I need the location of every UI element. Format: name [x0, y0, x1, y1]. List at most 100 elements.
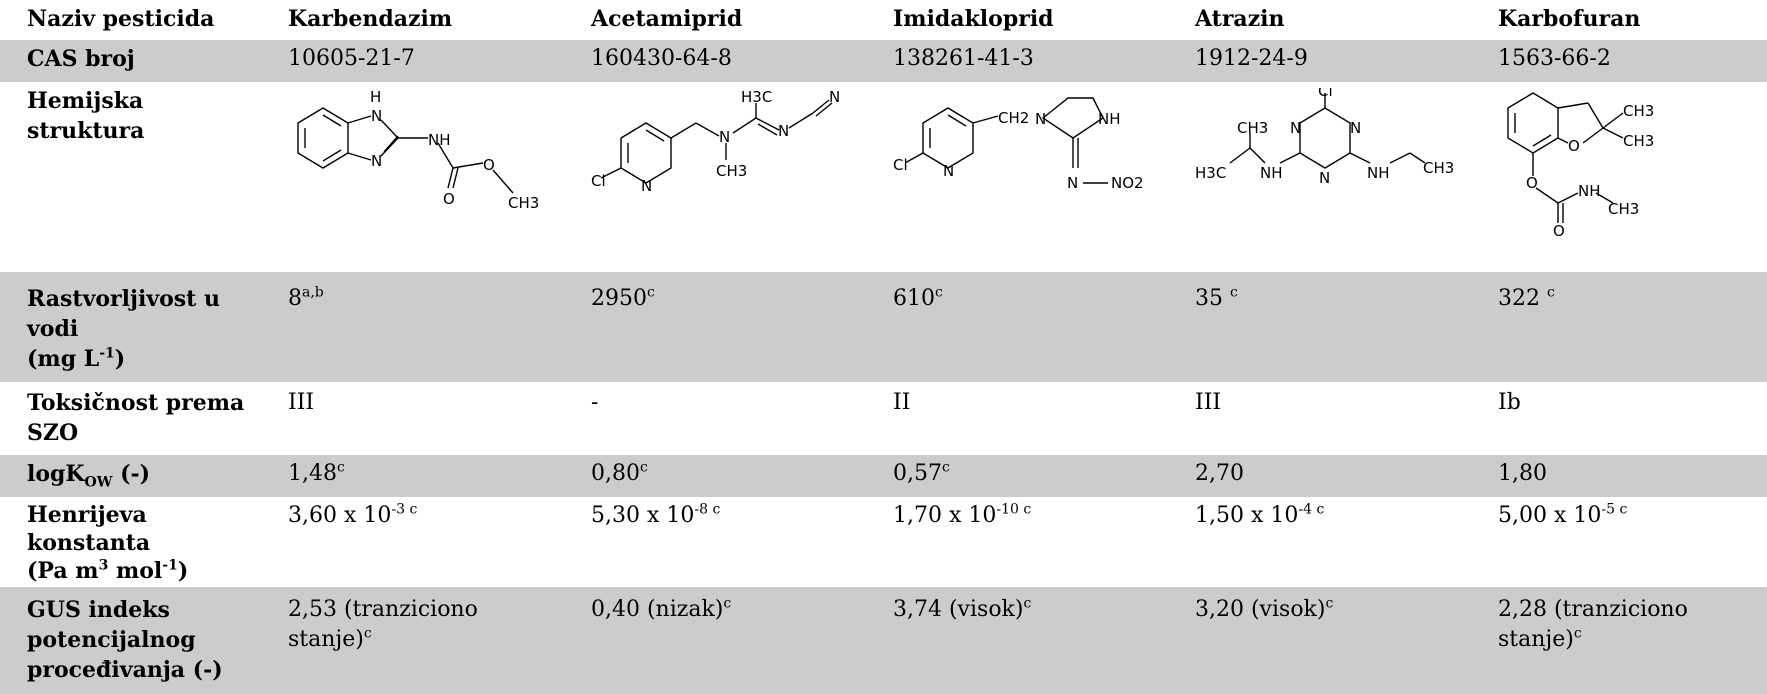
value-text: 1,50 x 10: [1195, 503, 1299, 528]
atom-label: N: [1290, 119, 1301, 137]
header-cell-karbendazim: Karbendazim: [288, 6, 453, 32]
bond: [755, 117, 780, 131]
value-text: 0,57: [893, 461, 942, 486]
structure-karbendazim: H N N NH O O CH3: [288, 82, 591, 272]
gus-value: 3,74 (visok)c: [893, 587, 1195, 694]
label-text: mol: [108, 558, 163, 584]
header-cell-atrazin: Atrazin: [1195, 6, 1285, 32]
row-label-cas: CAS broj: [27, 46, 135, 72]
triazine-ring: [1299, 107, 1351, 169]
logkow-value: 1,80: [1498, 455, 1767, 497]
row-label-line: SZO: [27, 420, 79, 446]
header-row: Naziv pesticida Karbendazim Acetamiprid …: [0, 0, 1767, 40]
row-label-line: struktura: [27, 118, 145, 144]
bond: [1532, 134, 1552, 147]
bond: [380, 137, 399, 157]
label-text: (mg L: [27, 346, 100, 372]
toxicity-value: Ib: [1498, 390, 1521, 415]
atom-label: N: [371, 107, 382, 125]
henry-value: 1,50 x 10-4 c: [1195, 497, 1498, 587]
cas-value: 1912-24-9: [1195, 46, 1308, 71]
atom-label: Cl: [591, 172, 606, 190]
atom-label: N: [641, 177, 652, 195]
value-line: stanje)c: [288, 625, 591, 655]
bond: [815, 102, 833, 117]
bond: [1557, 102, 1589, 109]
bond: [1229, 147, 1251, 164]
bond: [1595, 192, 1614, 204]
atom-label: NH: [1260, 164, 1283, 182]
row-label-structure: Hemijska struktura: [0, 82, 288, 272]
henry-value: 5,30 x 10-8 c: [591, 497, 893, 587]
value-text: 1,48: [288, 461, 337, 486]
atom-label: NO2: [1111, 174, 1144, 192]
bond: [600, 167, 622, 179]
footnote-mark: c: [639, 459, 648, 476]
toxicity-row: Toksičnost prema SZO III - II III Ib: [0, 382, 1767, 455]
cas-row: CAS broj 10605-21-7 160430-64-8 138261-4…: [0, 40, 1767, 82]
footnote-mark: c: [941, 459, 950, 476]
cas-value: 1563-66-2: [1498, 46, 1611, 71]
row-label-logkow: logKOW (-): [0, 455, 288, 497]
cas-value: 160430-64-8: [591, 46, 732, 71]
toxicity-value: II: [893, 390, 911, 415]
imidakloprid-structure-diagram: CH2 N NH N NO2 Cl N: [893, 97, 1144, 192]
row-label-line: GUS indeks: [27, 597, 170, 623]
bond: [1389, 152, 1411, 164]
atom-label: CH3: [1423, 159, 1454, 177]
bond: [757, 123, 778, 136]
bond: [322, 149, 342, 162]
label-text: ): [177, 558, 189, 584]
solubility-row: Rastvorljivost u vodi (mg L-1) 8a,b 2950…: [0, 272, 1767, 382]
atom-label: N: [1350, 119, 1361, 137]
bond: [1557, 137, 1569, 144]
value-line: 0,40 (nizak)c: [591, 595, 893, 625]
row-label-henry: Henrijeva konstanta (Pa m3 mol-1): [0, 497, 288, 587]
header-cell-imidakloprid: Imidakloprid: [893, 6, 1054, 32]
value-line: stanje)c: [1498, 625, 1767, 655]
value-line: 2,53 (tranziciono: [288, 597, 478, 622]
bond: [380, 119, 399, 139]
atom-label: NH: [1098, 110, 1121, 128]
value-line: 3,74 (visok)c: [893, 595, 1195, 625]
label-text: logK: [27, 461, 85, 487]
atom-label: O: [1553, 222, 1565, 238]
bond: [322, 114, 342, 127]
exponent: -5 c: [1601, 501, 1628, 518]
bond: [695, 122, 720, 137]
header-cell-acetamiprid: Acetamiprid: [591, 6, 743, 32]
value-text: stanje): [1498, 627, 1574, 652]
row-label-toxicity: Toksičnost prema SZO: [0, 382, 288, 455]
value-text: 5,00 x 10: [1498, 503, 1602, 528]
gus-value: 2,28 (tranziciono stanje)c: [1498, 587, 1767, 694]
bond: [347, 115, 372, 124]
footnote-mark: c: [1325, 595, 1334, 612]
logkow-row: logKOW (-) 1,48c 0,80c 0,57c 2,70 1,80: [0, 455, 1767, 497]
imidazolidine-ring: [1041, 97, 1104, 139]
gus-value: 0,40 (nizak)c: [591, 587, 893, 694]
logkow-value: 0,57c: [893, 455, 1195, 497]
bond: [452, 162, 484, 169]
row-label-line: (Pa m3 mol-1): [27, 557, 288, 585]
atom-label: N: [1067, 174, 1078, 192]
solubility-value: 2950c: [591, 272, 893, 382]
solubility-value: 8a,b: [288, 272, 591, 382]
solubility-value: 35 c: [1195, 272, 1498, 382]
row-label-line: konstanta: [27, 530, 151, 556]
structure-atrazin: Cl N N N CH3 H3C NH NH CH3: [1195, 82, 1498, 272]
bond: [904, 152, 924, 164]
atom-label: Cl: [1318, 88, 1333, 100]
value-text: 0,40 (nizak): [591, 597, 724, 622]
value-text: 5,30 x 10: [591, 503, 695, 528]
structure-karbofuran: CH3 CH3 O O NH CH3 O: [1498, 82, 1767, 272]
label-text: (-): [112, 461, 151, 487]
bond: [645, 129, 665, 142]
value-text: 3,60 x 10: [288, 503, 392, 528]
atom-label: O: [1526, 174, 1538, 192]
bond: [1279, 152, 1301, 164]
row-label-line: potencijalnog: [27, 627, 196, 653]
label-text: (Pa m: [27, 558, 99, 584]
footnote-mark: c: [1023, 595, 1032, 612]
bond: [1249, 147, 1266, 164]
atom-label: H3C: [741, 88, 772, 106]
